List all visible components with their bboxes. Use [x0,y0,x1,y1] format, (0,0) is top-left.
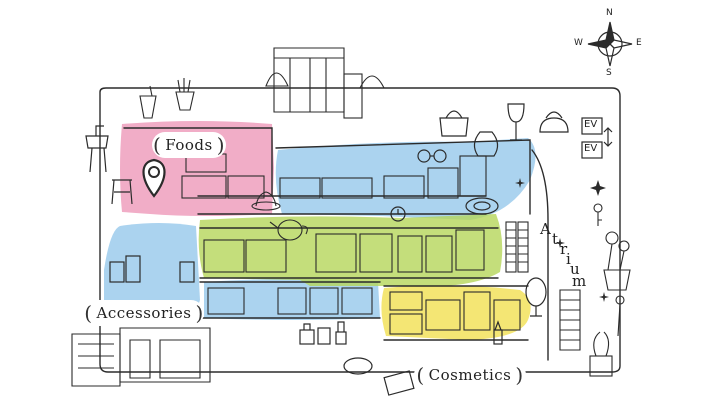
escalator-stairs-right[interactable] [559,289,581,351]
atrium-letter: i [566,250,571,268]
shop-acc-9 [341,287,373,315]
compass-n: N [606,8,613,18]
label-accessories[interactable]: ( Accessories ) [84,300,204,326]
paren-left-icon: ( [84,301,93,325]
compass-icon [587,21,633,67]
compass-w: W [574,38,583,48]
bottle-icon [109,255,195,283]
compact-icon [343,357,415,396]
kettle-icon [539,111,569,133]
shop-acc-1 [279,177,321,199]
elevator-label-bottom: EV [584,143,598,154]
flower-icon [589,231,631,377]
handbag-icon [439,110,469,137]
atrium-letter: u [570,260,580,278]
shop-green-5 [397,235,423,273]
atrium-letter: m [572,272,587,290]
shop-cos-2 [389,313,423,335]
paren-right-icon: ) [515,363,524,387]
drink-cup-icon [139,85,157,119]
zone-accessories-top[interactable] [275,138,536,220]
sparkle-icon [515,178,609,302]
fries-icon [175,78,195,111]
shop-food-2 [227,175,265,199]
location-pin-icon[interactable] [142,158,166,198]
shop-cos-5 [493,299,521,331]
shop-acc-2 [321,177,373,199]
paren-left-icon: ( [416,363,425,387]
escalator[interactable] [505,221,529,273]
shop-food-1 [181,175,227,199]
shop-green-7 [455,229,485,271]
shop-cos-3 [425,299,461,331]
shop-cos-4 [463,291,491,331]
shop-cos-1 [389,291,423,311]
label-accessories-text: Accessories [96,304,192,322]
zone-cosmetics[interactable] [381,285,531,340]
key-icon [593,203,603,226]
atrium-letter: t [552,230,559,248]
chair-icon [85,125,109,173]
storefront-icon [265,47,385,119]
floor-outline [99,87,621,373]
shop-green-4 [359,233,393,273]
nail-polish-icon [335,321,347,345]
lipstick-icon [493,320,503,345]
shop-green-1 [203,239,245,273]
shop-acc-4 [427,167,459,199]
shop-green-3 [315,233,357,273]
teapot-icon [269,219,308,241]
compass-e: E [636,38,642,48]
desk-clock-icon [390,206,406,222]
shop-green-2 [245,239,287,273]
stool-icon [111,179,133,205]
shop-blocks [181,153,581,351]
perfume-icon [299,323,331,345]
plate-icon [465,197,499,215]
hat-icon [251,191,281,211]
elevator-label-top: EV [584,119,598,130]
atrium-letter: r [560,240,568,258]
paren-right-icon: ) [195,301,204,325]
label-cosmetics[interactable]: ( Cosmetics ) [414,362,526,388]
label-cosmetics-text: Cosmetics [428,366,512,384]
vase-icon [473,131,499,157]
zone-accessories-left[interactable] [104,223,200,318]
kiosk-icon [71,327,211,387]
label-atrium[interactable]: A t r i u m [540,220,590,290]
shop-green-6 [425,235,453,273]
mirror-icon [525,277,547,317]
shop-acc-5 [459,155,487,197]
paren-left-icon: ( [152,133,162,157]
label-foods-text: Foods [165,136,213,154]
zone-accessories-bottom[interactable] [204,279,380,320]
label-foods[interactable]: ( Foods ) [152,132,226,158]
shop-acc-6 [207,287,245,315]
shop-acc-7 [277,287,307,315]
atrium-letter: A [540,220,551,238]
wine-glass-icon [507,103,525,141]
shop-acc-3 [383,175,425,199]
shop-acc-8 [309,287,339,315]
paren-right-icon: ) [216,133,226,157]
glasses-icon [417,149,447,163]
compass-s: S [606,68,612,78]
elevator-icon[interactable] [581,117,613,159]
